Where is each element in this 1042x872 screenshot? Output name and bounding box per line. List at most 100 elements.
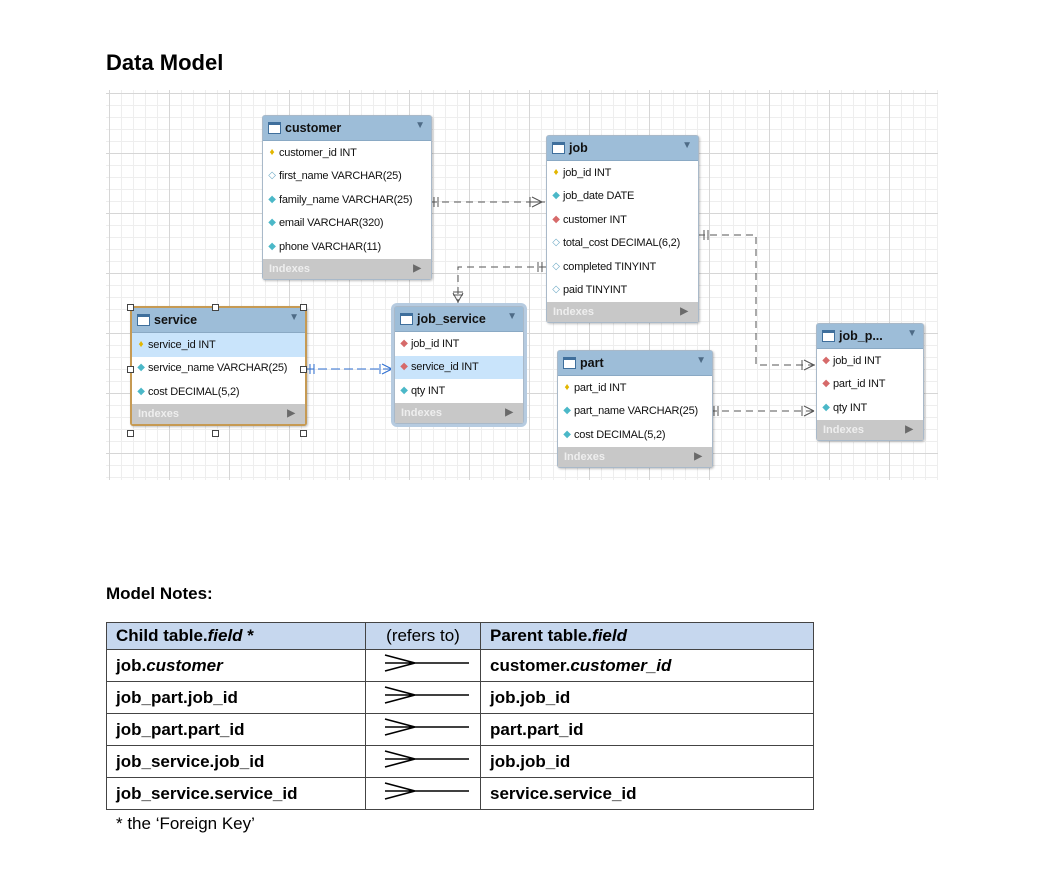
column-icon: ◆ <box>563 428 571 440</box>
triangle-right-icon[interactable]: ▶ <box>505 406 513 418</box>
nullable-column-icon: ◇ <box>268 170 276 182</box>
table-header[interactable]: part ▼ <box>558 351 712 376</box>
crows-foot-icon <box>365 681 481 714</box>
indexes-label: Indexes <box>401 406 442 419</box>
table-header[interactable]: job_service ▼ <box>395 307 523 332</box>
foreign-key-icon: ◆ <box>400 361 408 373</box>
nullable-column-icon: ◇ <box>552 260 560 272</box>
triangle-right-icon[interactable]: ▶ <box>905 423 913 435</box>
column-label: customer_id INT <box>279 146 357 159</box>
table-job[interactable]: job ▼ ♦job_id INT ◆job_date DATE ◆custom… <box>546 135 699 323</box>
column-row[interactable]: ♦service_id INT <box>132 333 305 357</box>
column-row[interactable]: ◇first_name VARCHAR(25) <box>263 165 431 189</box>
column-row[interactable]: ◆part_id INT <box>817 373 923 397</box>
diagram-canvas[interactable]: customer ▼ ♦customer_id INT ◇first_name … <box>106 90 938 480</box>
column-row[interactable]: ◆email VARCHAR(320) <box>263 212 431 236</box>
column-row[interactable]: ♦customer_id INT <box>263 141 431 165</box>
table-part[interactable]: part ▼ ♦ part_id INT ◆part_name VARCHAR(2… <box>557 350 713 468</box>
column-row[interactable]: ◆service_name VARCHAR(25) <box>132 357 305 381</box>
column-row[interactable]: ◆job_date DATE <box>547 185 698 209</box>
triangle-right-icon[interactable]: ▶ <box>694 450 702 462</box>
table-job-service[interactable]: job_service ▼ ◆job_id INT ◆service_id IN… <box>394 306 524 424</box>
child-cell: job_service.job_id <box>106 745 366 778</box>
indexes-section[interactable]: Indexes▶ <box>547 302 698 322</box>
column-row[interactable]: ◆qty INT <box>395 379 523 403</box>
column-header-parent: Parent table.field <box>480 622 814 650</box>
resize-handle[interactable] <box>300 430 307 437</box>
crows-foot-icon <box>365 777 481 810</box>
foreign-key-icon: ◆ <box>822 354 830 366</box>
triangle-right-icon[interactable]: ▶ <box>287 407 295 419</box>
crows-foot-icon <box>365 745 481 778</box>
rel-job-jobpart <box>698 234 816 366</box>
table-customer[interactable]: customer ▼ ♦customer_id INT ◇first_name … <box>262 115 432 280</box>
chevron-down-icon[interactable]: ▼ <box>696 355 706 366</box>
column-row[interactable]: ◇total_cost DECIMAL(6,2) <box>547 232 698 256</box>
triangle-right-icon[interactable]: ▶ <box>413 262 421 274</box>
column-row[interactable]: ◆cost DECIMAL(5,2) <box>132 380 305 404</box>
column-row[interactable]: ◆job_id INT <box>817 349 923 373</box>
column-icon: ◆ <box>268 240 276 252</box>
column-label: family_name VARCHAR(25) <box>279 193 413 206</box>
table-row: job_part.job_id job.job_id <box>106 681 814 714</box>
column-icon: ◆ <box>400 384 408 396</box>
column-icon: ◆ <box>268 193 276 205</box>
column-label: part_id INT <box>574 381 627 394</box>
column-row[interactable]: ◆customer INT <box>547 208 698 232</box>
chevron-down-icon[interactable]: ▼ <box>415 120 425 131</box>
table-header-row: Child table.field * (refers to) Parent t… <box>106 622 814 650</box>
column-row[interactable]: ◆family_name VARCHAR(25) <box>263 188 431 212</box>
primary-key-icon: ♦ <box>564 381 570 393</box>
column-label: service_id INT <box>411 361 479 374</box>
column-row[interactable]: ◆qty INT <box>817 396 923 420</box>
table-header[interactable]: customer ▼ <box>263 116 431 141</box>
column-label: phone VARCHAR(11) <box>279 240 381 253</box>
chevron-down-icon[interactable]: ▼ <box>907 328 917 339</box>
column-label: job_id INT <box>411 337 460 350</box>
column-row[interactable]: ◆part_name VARCHAR(25) <box>558 400 712 424</box>
column-label: qty INT <box>411 384 446 397</box>
column-row[interactable]: ◆job_id INT <box>395 332 523 356</box>
foreign-key-icon: ◆ <box>552 213 560 225</box>
resize-handle[interactable] <box>127 430 134 437</box>
column-icon: ◆ <box>137 385 145 397</box>
resize-handle[interactable] <box>300 366 307 373</box>
column-label: qty INT <box>833 401 868 414</box>
child-cell: job_part.job_id <box>106 681 366 714</box>
indexes-section[interactable]: Indexes▶ <box>263 258 431 279</box>
column-row[interactable]: ◇paid TINYINT <box>547 279 698 303</box>
table-header[interactable]: service ▼ <box>132 308 305 333</box>
crows-foot-icon <box>365 649 481 682</box>
child-cell: job_part.part_id <box>106 713 366 746</box>
table-header[interactable]: job_p... ▼ <box>817 324 923 349</box>
notes-heading: Model Notes: <box>106 584 213 603</box>
indexes-section[interactable]: Indexes▶ <box>132 403 305 424</box>
column-label: email VARCHAR(320) <box>279 217 384 230</box>
parent-cell: customer.customer_id <box>480 649 814 682</box>
column-row[interactable]: ◆service_id INT <box>395 355 523 379</box>
table-header[interactable]: job ▼ <box>547 136 698 161</box>
table-service[interactable]: service ▼ ♦service_id INT ◆service_name … <box>130 306 307 426</box>
chevron-down-icon[interactable]: ▼ <box>682 140 692 151</box>
column-label: completed TINYINT <box>563 260 656 273</box>
column-row[interactable]: ♦ part_id INT <box>558 376 712 400</box>
chevron-down-icon[interactable]: ▼ <box>507 311 517 322</box>
chevron-down-icon[interactable]: ▼ <box>289 312 299 323</box>
column-row[interactable]: ◆cost DECIMAL(5,2) <box>558 423 712 447</box>
indexes-section[interactable]: Indexes▶ <box>558 446 712 467</box>
resize-handle[interactable] <box>300 304 307 311</box>
resize-handle[interactable] <box>127 366 134 373</box>
table-job-part[interactable]: job_p... ▼ ◆job_id INT ◆part_id INT ◆qty… <box>816 323 924 441</box>
resize-handle[interactable] <box>127 304 134 311</box>
parent-cell: job.job_id <box>480 745 814 778</box>
resize-handle[interactable] <box>212 304 219 311</box>
column-row[interactable]: ♦job_id INT <box>547 161 698 185</box>
column-row[interactable]: ◇completed TINYINT <box>547 255 698 279</box>
triangle-right-icon[interactable]: ▶ <box>680 306 688 317</box>
resize-handle[interactable] <box>212 430 219 437</box>
relationship-lines <box>305 196 816 417</box>
indexes-section[interactable]: Indexes ▶ <box>395 402 523 423</box>
column-header-child: Child table.field * <box>106 622 366 650</box>
column-row[interactable]: ◆phone VARCHAR(11) <box>263 235 431 259</box>
indexes-section[interactable]: Indexes▶ <box>817 419 923 440</box>
